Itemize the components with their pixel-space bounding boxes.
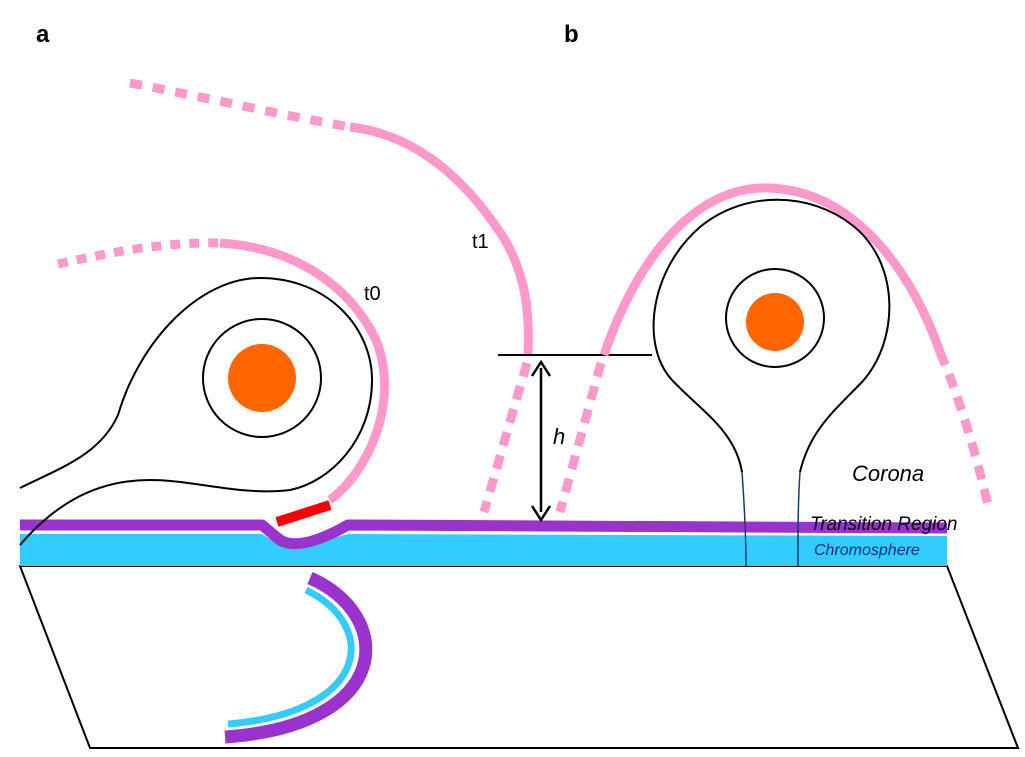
- flux-rope-inner-circle-a: [202, 318, 322, 438]
- filament-core-b: [746, 293, 804, 351]
- transition-region-band: [20, 519, 948, 550]
- label-corona: Corona: [852, 461, 924, 486]
- label-height: h: [553, 424, 565, 449]
- flux-rope-inner-circle-b: [725, 268, 825, 368]
- field-line-loop-b-dashed: [935, 350, 993, 507]
- field-line-loop-b: [599, 183, 945, 357]
- label-transition-region: Transition Region: [810, 514, 958, 535]
- field-line-leg-dashed-right: [555, 361, 606, 514]
- panel-b-label: b: [564, 21, 579, 48]
- flux-rope-outline-a: [19, 276, 374, 546]
- label-chromosphere: Chromosphere: [814, 542, 920, 559]
- panel-a-label: a: [36, 21, 50, 48]
- label-t1: t1: [472, 231, 489, 253]
- footpoint-arc-cyan: [227, 586, 355, 728]
- field-line-t1-dashed: [129, 78, 351, 132]
- height-arrow-head-top: [530, 359, 552, 377]
- chromosphere-band: [20, 534, 947, 566]
- field-line-t0-dashed: [57, 238, 221, 269]
- label-t0: t0: [364, 283, 381, 305]
- flux-rope-outline-b: [652, 198, 891, 473]
- flux-rope-leg-left: [741, 471, 747, 567]
- field-line-t1: [349, 122, 533, 355]
- footpoint-arc-purple: [224, 572, 373, 744]
- filament-core-a: [228, 344, 296, 412]
- flux-rope-leg-right: [797, 471, 801, 567]
- reconnection-segment: [275, 500, 332, 527]
- field-line-leg-dashed-left: [479, 361, 532, 514]
- height-arrow-head-bottom: [530, 505, 552, 523]
- photosphere-surface: [18, 565, 1020, 749]
- field-line-t0: [219, 238, 389, 504]
